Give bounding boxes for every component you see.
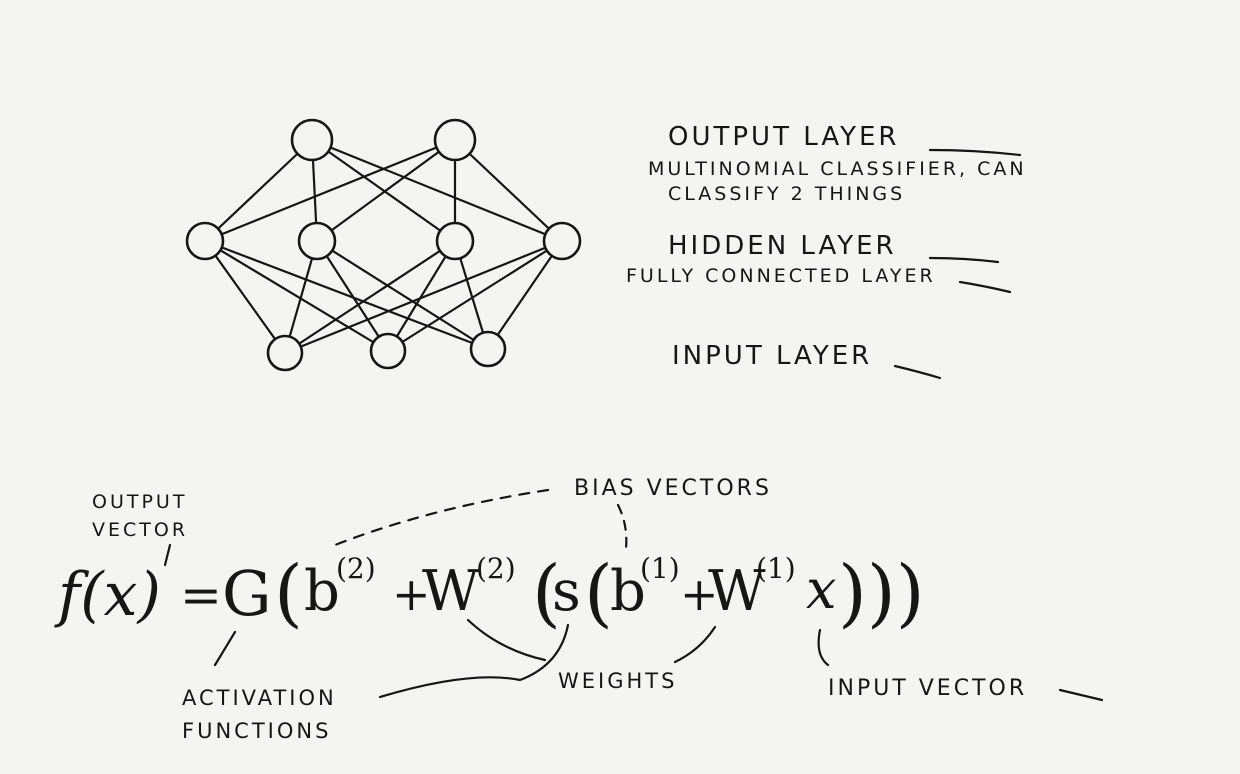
- edge-hidden0-input1: [203, 239, 390, 353]
- bias-pointer-b2: [333, 488, 550, 547]
- activation-pointer-g: [213, 630, 237, 667]
- edge-hidden1-input0: [283, 239, 319, 355]
- input-node-1: [266, 334, 304, 372]
- output-layer-underline: [928, 148, 1022, 157]
- formula-lhs: f(x): [54, 560, 161, 630]
- output-layer-label: OUTPUT LAYER: [668, 122, 899, 152]
- output-node-2: [433, 118, 477, 162]
- edge-hidden3-input2: [486, 239, 564, 351]
- bias-pointer-b1: [616, 503, 628, 550]
- formula-equals: =: [180, 566, 222, 624]
- edge-hidden3-input0: [283, 239, 564, 355]
- input-vector-label: INPUT VECTOR: [828, 676, 1027, 701]
- input-layer-label: INPUT LAYER: [672, 341, 872, 371]
- input-node-2: [369, 332, 407, 370]
- hidden-desc-underline: [958, 280, 1012, 294]
- edge-hidden1-input1: [315, 239, 390, 353]
- output-vector-label-line2: VECTOR: [92, 519, 188, 541]
- formula-plus-2: +: [680, 567, 719, 621]
- edge-output0-hidden3: [310, 138, 564, 243]
- edge-output0-hidden2: [310, 138, 457, 243]
- edge-hidden0-input0: [203, 239, 287, 355]
- layer-labels: OUTPUT LAYER MULTINOMIAL CLASSIFIER, CAN…: [626, 122, 1027, 380]
- neural-network-diagram: [185, 118, 582, 372]
- formula-annotations: OUTPUT VECTOR BIAS VECTORS ACTIVATION FU…: [92, 476, 1104, 743]
- formula-w2-sup: (2): [476, 552, 516, 585]
- edge-output0-hidden0: [203, 138, 314, 243]
- activation-pointer-s: [378, 623, 570, 699]
- bias-vectors-label: BIAS VECTORS: [574, 476, 772, 501]
- weights-pointer-w1: [673, 625, 717, 664]
- output-vector-pointer: [163, 543, 172, 567]
- edge-hidden2-input1: [386, 239, 457, 353]
- edge-output1-hidden1: [315, 138, 457, 243]
- edge-hidden0-input2: [203, 239, 490, 351]
- formula-w1-sup: (1): [756, 552, 796, 585]
- input-vector-underline: [1058, 688, 1104, 702]
- formula: f(x) = G ( b (2) + W (2) ( s ( b (1) + W…: [54, 550, 925, 636]
- input-vector-pointer: [817, 628, 830, 667]
- activation-label-line1: ACTIVATION: [182, 686, 337, 710]
- output-layer-desc-1: MULTINOMIAL CLASSIFIER, CAN: [648, 158, 1027, 180]
- formula-x: x: [806, 558, 836, 621]
- formula-b2-sup: (2): [336, 552, 376, 585]
- hidden-layer-label: HIDDEN LAYER: [668, 231, 897, 261]
- formula-open-paren-1: (: [274, 550, 303, 636]
- formula-open-paren-3: (: [584, 550, 613, 636]
- activation-label-line2: FUNCTIONS: [182, 719, 331, 743]
- hidden-node-2: [297, 221, 337, 261]
- output-vector-label-line1: OUTPUT: [92, 491, 187, 513]
- input-layer-underline: [893, 364, 942, 380]
- input-node-3: [469, 330, 507, 368]
- hidden-node-3: [435, 221, 475, 261]
- formula-b1-sup: (1): [640, 552, 680, 585]
- hidden-node-1: [185, 221, 225, 261]
- formula-w1: W: [708, 559, 766, 624]
- edge-output1-hidden3: [453, 138, 564, 243]
- edge-hidden1-input2: [315, 239, 490, 351]
- formula-plus-1: +: [392, 567, 431, 621]
- formula-w2: W: [422, 559, 480, 624]
- formula-b1: b: [610, 559, 646, 624]
- output-node-1: [290, 118, 334, 162]
- formula-s: s: [552, 559, 581, 624]
- formula-g: G: [222, 557, 272, 630]
- weights-pointer-w2: [466, 618, 547, 662]
- formula-close-parens: ))): [838, 550, 925, 636]
- weights-label: WEIGHTS: [558, 669, 677, 693]
- hidden-layer-underline: [928, 256, 1000, 264]
- hidden-layer-desc: FULLY CONNECTED LAYER: [626, 265, 936, 287]
- edge-output1-hidden0: [203, 138, 457, 243]
- formula-b2: b: [304, 559, 340, 624]
- formula-open-paren-2: (: [532, 550, 561, 636]
- edge-hidden3-input1: [386, 239, 564, 353]
- hidden-node-4: [542, 221, 582, 261]
- output-layer-desc-2: CLASSIFY 2 THINGS: [668, 183, 905, 205]
- edge-hidden2-input0: [283, 239, 457, 355]
